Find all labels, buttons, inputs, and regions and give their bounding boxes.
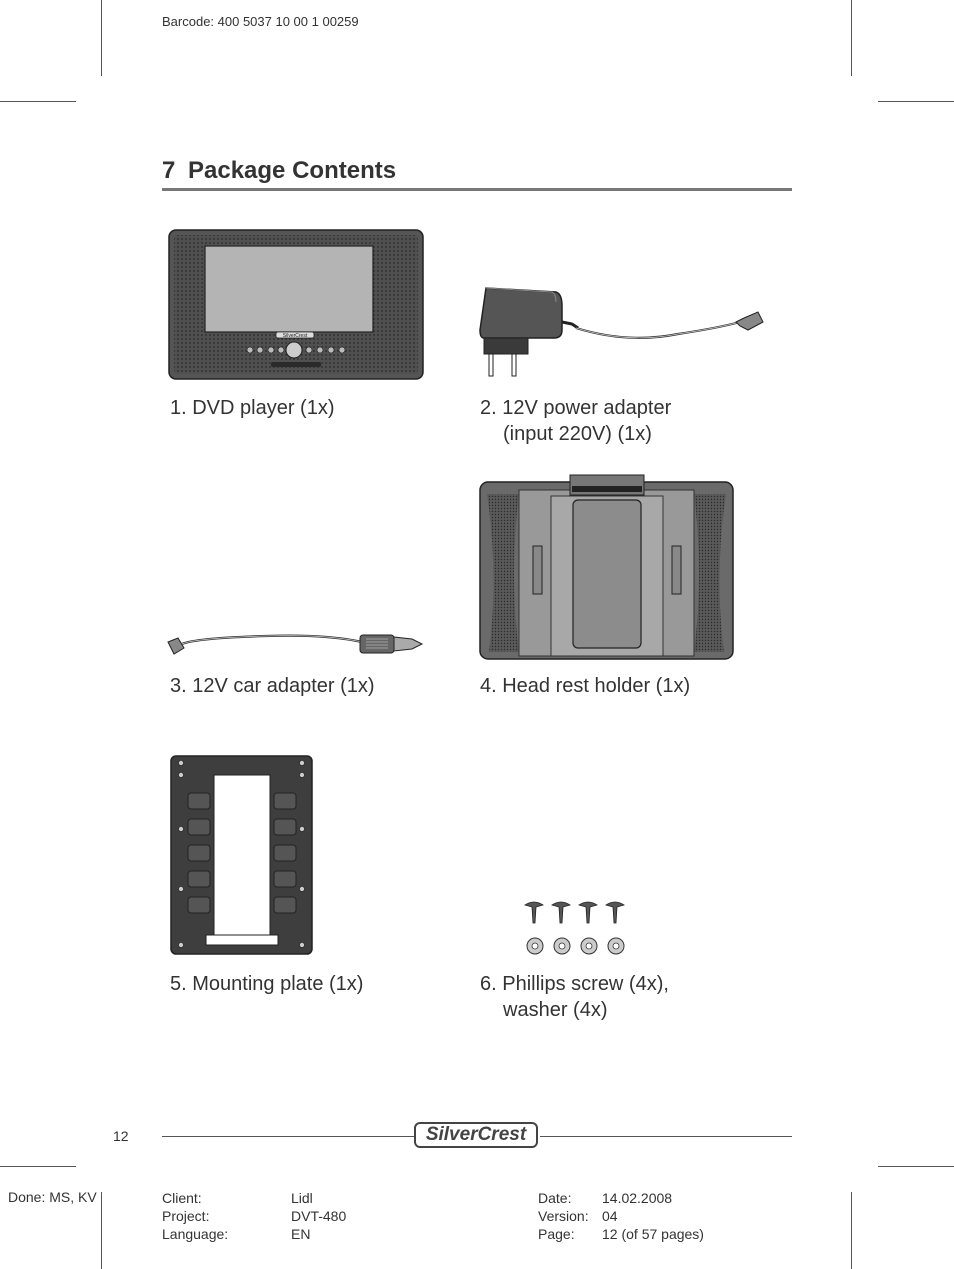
meta-left: Client: Lidl Project: DVT-480 Language: EN	[162, 1189, 346, 1243]
language-label: Language:	[162, 1226, 229, 1242]
language-value: EN	[291, 1226, 311, 1242]
footer-rule	[162, 1136, 414, 1137]
project-label: Project:	[162, 1208, 210, 1224]
client-label: Client:	[162, 1190, 202, 1206]
caption-line: 5. Mounting plate (1x)	[170, 973, 364, 995]
crop-mark	[101, 1192, 102, 1269]
brand-name: SilverCrest	[425, 1124, 527, 1145]
item-1-caption: 1. DVD player (1x)	[170, 395, 335, 421]
screws-washers-illustration	[524, 901, 625, 955]
section-number: 7	[162, 157, 176, 184]
crop-mark	[851, 0, 852, 76]
meta-right: Date: 14.02.2008 Version: 04 Page: 12 (of 5…	[538, 1189, 704, 1243]
crop-mark	[851, 1192, 852, 1269]
caption-line: 2. 12V power adapter	[480, 397, 672, 419]
version-label: Version:	[538, 1208, 589, 1224]
device-logo: SilverCrest	[283, 333, 308, 339]
caption-line: 1. DVD player (1x)	[170, 397, 335, 419]
section-heading: 7 Package Contents	[162, 156, 792, 191]
section-title: Package Contents	[188, 157, 397, 184]
footer-rule	[540, 1136, 792, 1137]
item-5-caption: 5. Mounting plate (1x)	[170, 971, 363, 997]
item-2-caption: 2. 12V power adapter (input 220V) (1x)	[480, 395, 671, 447]
head-rest-holder-illustration	[479, 474, 734, 660]
date-value: 14.02.2008	[602, 1190, 673, 1206]
car-adapter-illustration	[167, 634, 424, 655]
page-value: 12 (of 57 pages)	[602, 1226, 704, 1242]
barcode-text: Barcode: 400 5037 10 00 1 00259	[162, 14, 359, 29]
item-4-caption: 4. Head rest holder (1x)	[480, 673, 690, 699]
crop-mark	[878, 1166, 954, 1167]
dvd-player-illustration: SilverCrest	[168, 229, 424, 380]
item-3-caption: 3. 12V car adapter (1x)	[170, 673, 375, 699]
version-value: 04	[602, 1208, 618, 1224]
crop-mark	[878, 101, 954, 102]
caption-line: (input 220V) (1x)	[503, 423, 652, 445]
caption-line: washer (4x)	[503, 999, 608, 1021]
mounting-plate-illustration	[170, 755, 313, 955]
crop-mark	[101, 0, 102, 76]
caption-line: 4. Head rest holder (1x)	[480, 675, 691, 697]
item-6-caption: 6. Phillips screw (4x), washer (4x)	[480, 971, 669, 1023]
page-number: 12	[113, 1128, 129, 1144]
page-label: Page:	[538, 1226, 575, 1242]
crop-mark	[0, 1166, 76, 1167]
power-adapter-illustration	[479, 287, 764, 377]
crop-mark	[0, 101, 76, 102]
caption-line: 6. Phillips screw (4x),	[480, 973, 669, 995]
date-label: Date:	[538, 1190, 572, 1206]
brand-logo: SilverCrest	[414, 1122, 538, 1148]
caption-line: 3. 12V car adapter (1x)	[170, 675, 375, 697]
client-value: Lidl	[291, 1190, 313, 1206]
done-text: Done: MS, KV	[8, 1189, 97, 1205]
project-value: DVT-480	[291, 1208, 347, 1224]
